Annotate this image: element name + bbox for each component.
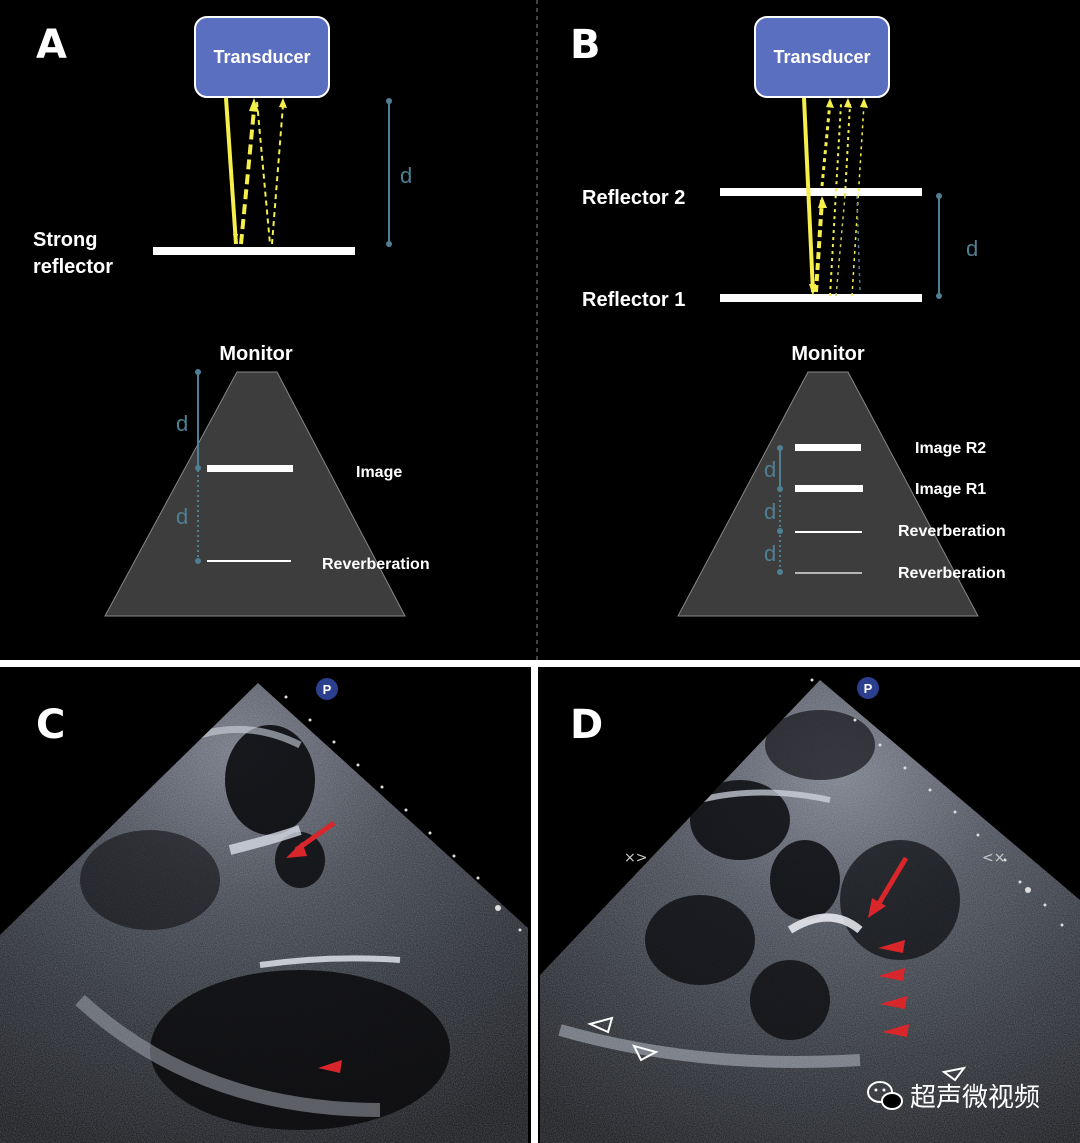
transducer-box — [194, 16, 330, 98]
wechat-icon — [867, 1081, 903, 1110]
distance-tick — [936, 193, 942, 199]
beam-reverb-2 — [844, 103, 851, 197]
distance-tick — [936, 293, 942, 299]
beam-reverb-1 — [829, 103, 842, 297]
x-marker-icon: ×> — [624, 850, 647, 866]
reflector-1-label: Reflector 1 — [582, 289, 685, 311]
beam-echo-head — [249, 98, 259, 112]
depth-scale-dots — [810, 678, 1064, 927]
reverberation-label: Reverberation — [322, 556, 430, 573]
monitor-distance-tick — [777, 528, 783, 534]
panel-b: B Transducer Reflector 2 Reflector 1 d M… — [570, 16, 1006, 617]
beam-head — [844, 98, 852, 108]
panel-letter-c: C — [36, 702, 65, 748]
panel-a: A Transducer Strong reflector d Monitor … — [33, 16, 430, 617]
reflector-label-2: reflector — [33, 256, 113, 278]
monitor-distance-label: d — [764, 457, 776, 482]
monitor-distance-tick — [195, 558, 201, 564]
beam-reverb-4 — [835, 195, 846, 297]
monitor-distance-label: d — [176, 411, 188, 436]
reflector-2 — [720, 188, 922, 196]
p-marker-label: P — [323, 682, 332, 697]
white-arrowhead-marker — [632, 1044, 659, 1062]
beam-head — [860, 98, 868, 108]
image-r1-line — [795, 485, 863, 492]
p-marker-label: P — [864, 681, 873, 696]
monitor-distance-tick — [777, 486, 783, 492]
panel-divider-bottom — [531, 660, 538, 1143]
distance-label: d — [966, 236, 978, 261]
monitor-sector — [677, 371, 979, 617]
reflector-1 — [720, 294, 922, 302]
distance-label: d — [400, 163, 412, 188]
monitor-distance-tick — [777, 445, 783, 451]
monitor-distance-tick — [195, 369, 201, 375]
watermark-text: 超声微视频 — [910, 1083, 1040, 1113]
panel-letter-d: D — [570, 702, 603, 748]
transducer-box — [754, 16, 890, 98]
red-arrow-head — [286, 842, 307, 858]
red-arrow — [875, 856, 909, 907]
image-r1-label: Image R1 — [915, 481, 986, 498]
red-arrowhead-marker — [880, 996, 907, 1009]
beam-echo-head — [818, 196, 827, 208]
beam-reverb-5 — [856, 195, 861, 293]
panel-d-echo-image: P ×> <× D 超声微视频 — [540, 677, 1080, 1143]
distance-tick — [386, 241, 392, 247]
monitor-distance-label: d — [764, 499, 776, 524]
monitor-sector — [104, 371, 406, 617]
monitor-distance-tick — [195, 465, 201, 471]
image-line — [207, 465, 293, 472]
panel-letter-b: B — [570, 22, 601, 68]
beam-incident — [802, 97, 815, 293]
reflector-2-label: Reflector 2 — [582, 187, 685, 209]
transducer-label: Transducer — [773, 47, 870, 67]
transducer-label: Transducer — [213, 47, 310, 67]
panel-divider-horizontal — [0, 660, 1080, 667]
panel-letter-a: A — [36, 22, 67, 68]
white-arrowhead-marker — [587, 1016, 614, 1034]
beam-reverb-up — [271, 104, 284, 245]
beam-head — [826, 98, 834, 108]
beam-reverb-head — [279, 98, 287, 108]
x-marker-icon: <× — [982, 850, 1005, 866]
monitor-distance-tick — [777, 569, 783, 575]
beam-reverb-3 — [851, 103, 865, 297]
beam-reverb-down — [256, 101, 271, 245]
reverberation-label-1: Reverberation — [898, 523, 1006, 540]
p-marker-icon — [857, 677, 879, 699]
beam-incident — [224, 97, 238, 245]
monitor-distance-label: d — [764, 541, 776, 566]
reverberation-label-2: Reverberation — [898, 565, 1006, 582]
monitor-label: Monitor — [791, 343, 865, 365]
reflector-label-1: Strong — [33, 229, 97, 251]
red-arrowhead-marker — [878, 940, 905, 953]
red-arrow-head — [868, 898, 886, 918]
red-arrowhead-marker — [882, 1024, 909, 1037]
depth-scale-dots — [284, 695, 522, 932]
monitor-distance-label: d — [176, 504, 188, 529]
image-r2-line — [795, 444, 861, 451]
beam-echo-r1 — [814, 199, 824, 293]
image-label: Image — [356, 464, 402, 481]
p-marker-icon — [316, 678, 338, 700]
red-arrowhead-marker — [878, 968, 905, 981]
beam-incident-head — [233, 234, 238, 244]
red-arrowhead-marker — [318, 1060, 342, 1073]
distance-tick — [386, 98, 392, 104]
panel-c-echo-image: P C — [0, 678, 528, 1143]
beam-echo-r2 — [820, 101, 832, 187]
watermark: 超声微视频 — [867, 1081, 1040, 1113]
beam-echo — [239, 109, 256, 245]
beam-incident-head — [809, 284, 816, 296]
strong-reflector — [153, 247, 355, 255]
image-r2-label: Image R2 — [915, 440, 986, 457]
monitor-label: Monitor — [219, 343, 293, 365]
white-arrowhead-marker — [941, 1066, 967, 1082]
